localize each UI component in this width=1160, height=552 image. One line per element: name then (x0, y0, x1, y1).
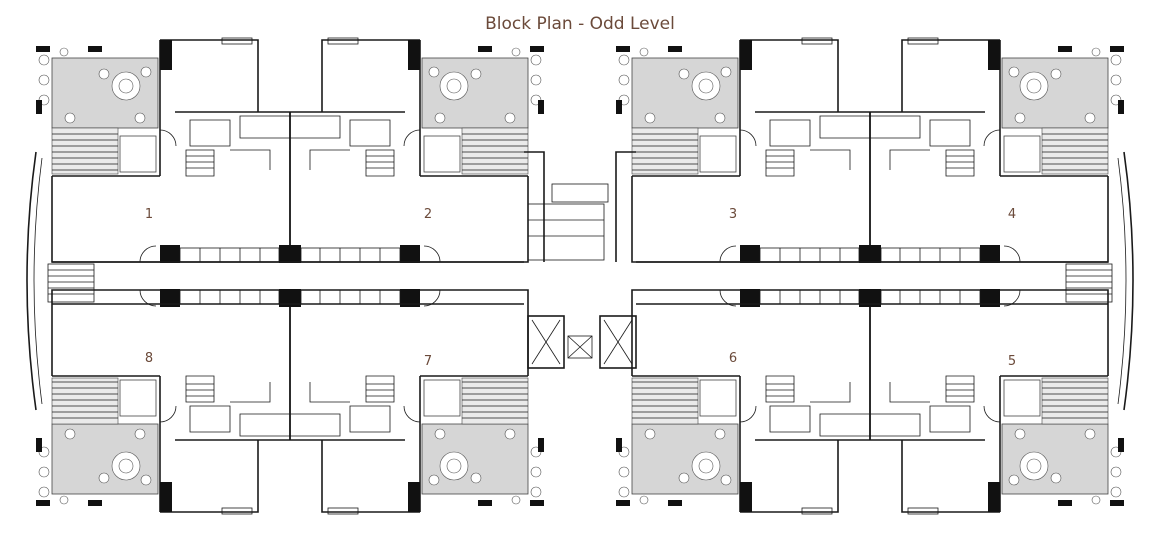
unit-label-2: 2 (424, 207, 432, 222)
unit-label-7: 7 (424, 354, 432, 369)
unit-label-5: 5 (1008, 354, 1016, 369)
unit-8-plan (35, 288, 300, 515)
unit-label-4: 4 (1008, 207, 1016, 222)
end-stairs-left (26, 151, 95, 411)
unit-5-plan (860, 288, 1125, 515)
central-core (524, 151, 637, 369)
unit-7-plan (280, 288, 545, 515)
unit-4-plan (860, 37, 1125, 264)
unit-label-6: 6 (729, 351, 737, 366)
end-stairs-right (1065, 151, 1134, 411)
central-corridor (52, 261, 1108, 305)
unit-label-3: 3 (729, 207, 737, 222)
plan-title: Block Plan - Odd Level (485, 14, 675, 34)
unit-6-plan (615, 288, 880, 515)
unit-label-8: 8 (145, 351, 153, 366)
unit-1-plan (35, 37, 300, 264)
unit-3-plan (615, 37, 880, 264)
unit-2-plan (280, 37, 545, 264)
unit-label-1: 1 (145, 207, 153, 222)
